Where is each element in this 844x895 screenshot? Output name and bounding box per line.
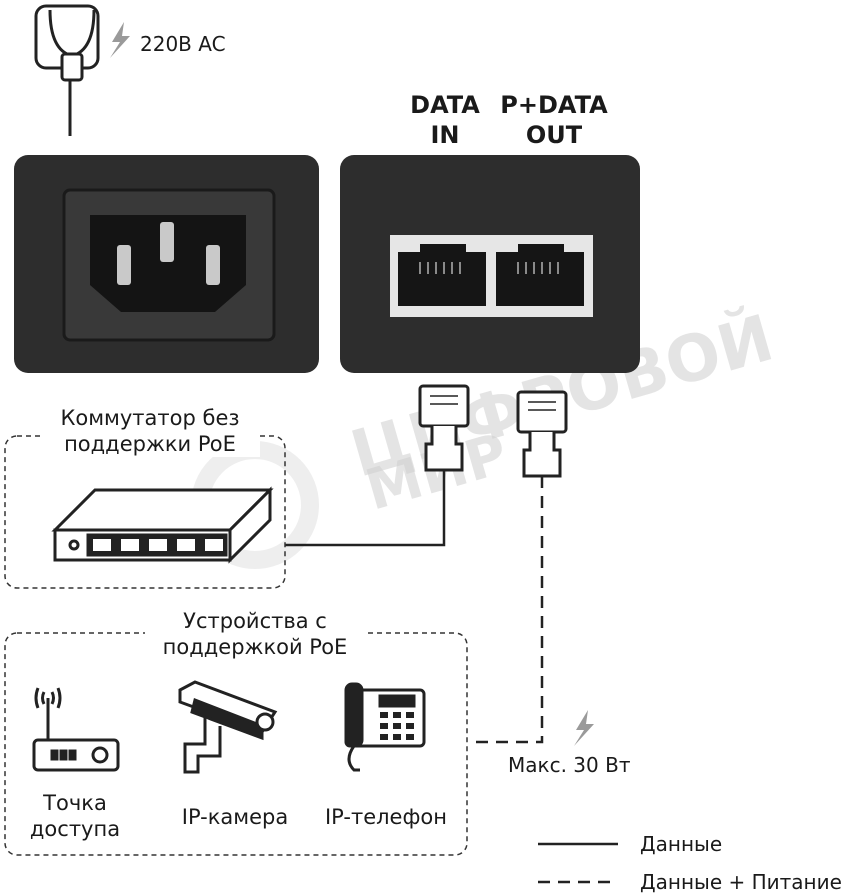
legend-dashed-label: Данные + Питание bbox=[640, 870, 842, 894]
port-data-in bbox=[398, 244, 486, 306]
rj45-plug-icon-2 bbox=[516, 390, 568, 478]
data-in-label: DATA IN bbox=[410, 91, 480, 149]
ip-camera-icon bbox=[178, 680, 278, 774]
port-data-out bbox=[496, 244, 584, 306]
ip-phone-icon bbox=[344, 682, 426, 772]
device-label-ip-camera: IP-камера bbox=[181, 805, 289, 829]
legend-solid-label: Данные bbox=[640, 832, 723, 856]
voltage-label: 220В AC bbox=[140, 32, 226, 56]
rj45-ports-block bbox=[340, 155, 640, 373]
power-limit-label: Макс. 30 Вт bbox=[508, 753, 631, 777]
data-power-cable bbox=[474, 476, 544, 744]
data-out-label: P+DATA OUT bbox=[500, 91, 608, 149]
access-point-icon bbox=[32, 687, 120, 772]
data-cable bbox=[285, 470, 446, 547]
power-socket-block bbox=[14, 155, 319, 373]
device-label-access-point: Точка доступа bbox=[29, 791, 121, 841]
device-label-ip-phone: IP-телефон bbox=[324, 805, 447, 829]
lightning-icon bbox=[110, 22, 130, 58]
lightning-icon-2 bbox=[574, 710, 594, 746]
switch-icon bbox=[51, 486, 274, 564]
rj45-plug-icon bbox=[418, 384, 470, 472]
poe-group-label: Устройства с поддержкой PoE bbox=[145, 608, 365, 660]
switch-group-label: Коммутатор без поддержки PoE bbox=[40, 405, 260, 457]
wall-outlet-icon bbox=[34, 4, 100, 136]
